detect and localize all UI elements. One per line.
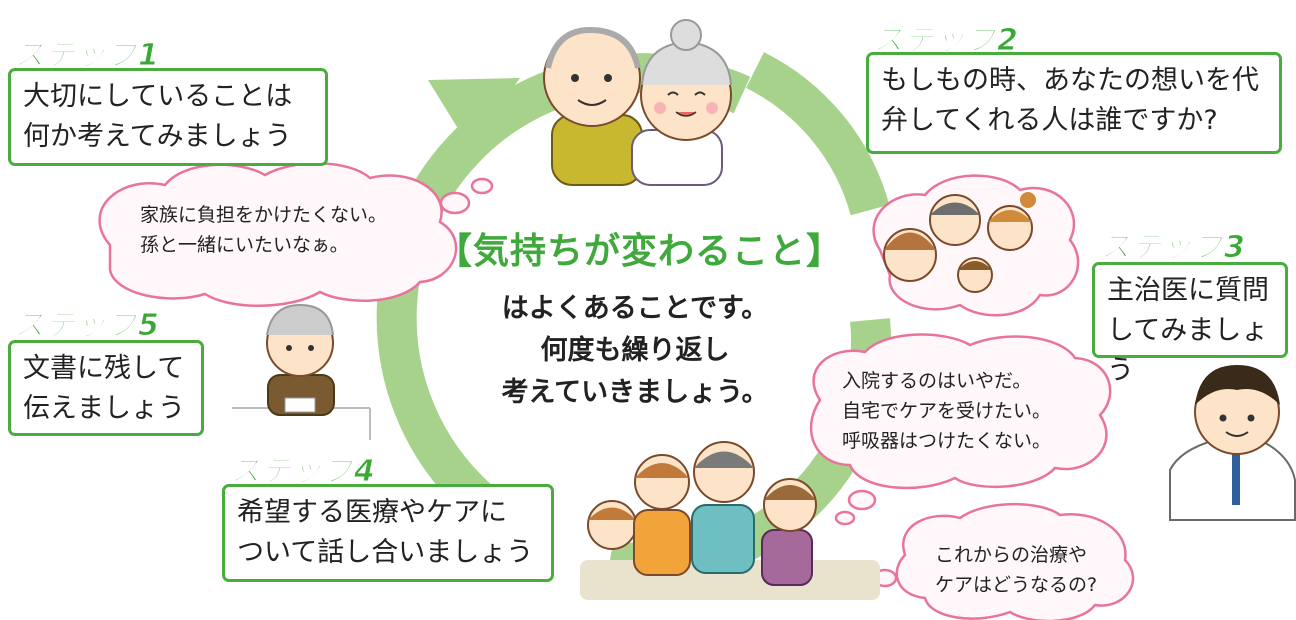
step-3-label: ステップ3 (1100, 230, 1246, 266)
bubble-2-text: 入院するのはいやだ。 自宅でケアを受けたい。 呼吸器はつけたくない。 (842, 370, 1052, 452)
step-5-label: ステップ5 (14, 308, 160, 344)
center-title: 【気持ちが変わること】 (436, 231, 844, 272)
center-body: はよくあることです。 何度も繰り返し 考えていきましょう。 (501, 293, 769, 408)
family-faces-bubble (872, 174, 1080, 317)
step-4-box: 希望する医療やケアに ついて話し合いましょう (222, 484, 554, 582)
step-4-label: ステップ4 (230, 454, 376, 490)
elderly-couple-icon (543, 19, 732, 186)
step-1-label: ステップ1 (14, 38, 160, 74)
step-1-box: 大切にしていることは 何か考えてみましょう (8, 68, 328, 166)
writing-man-icon (232, 303, 371, 440)
thought-bubble-2 (809, 333, 1112, 526)
step-3-box: 主治医に質問 してみましょう (1092, 262, 1288, 386)
bubble-1-text: 家族に負担をかけたくない。 孫と一緒にいたいなぁ。 (140, 204, 388, 256)
doctor-icon (1169, 365, 1296, 521)
step-2-box: もしもの時、あなたの想いを代 弁してくれる人は誰ですか? (866, 52, 1282, 154)
family-group-icon (580, 441, 880, 600)
step-5-box: 文書に残して 伝えましょう (8, 340, 204, 436)
thought-bubble-1 (98, 162, 494, 307)
family-faces-icon (883, 192, 1036, 293)
bubble-3-text: これからの治療や ケアはどうなるの? (935, 544, 1098, 596)
